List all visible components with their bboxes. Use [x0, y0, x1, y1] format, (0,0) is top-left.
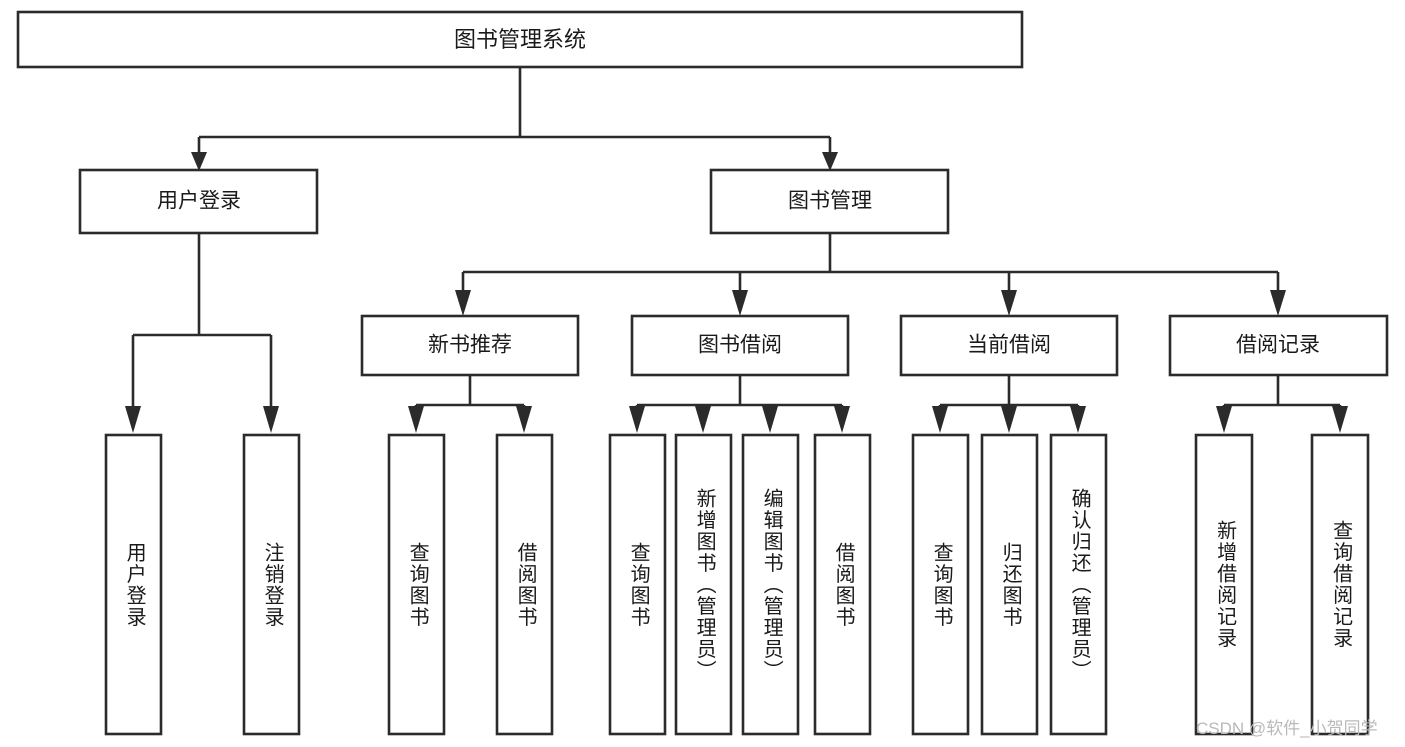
node-book-management-box[interactable] [709, 168, 950, 235]
node-user-login-box[interactable] [78, 168, 319, 235]
arrow-head-leaf-query-record [1332, 406, 1348, 433]
node-title[interactable]: 图书管理系统 [16, 10, 1024, 69]
arrow-head-leaf-add-book [695, 406, 711, 433]
node-current-borrow-label: 当前借阅 [967, 334, 1051, 357]
node-user-login[interactable]: 用户登录 [78, 168, 319, 235]
leaf-box-query-book-1[interactable] [387, 433, 446, 736]
leaf-box-user-login[interactable] [104, 433, 163, 736]
leaf-box-return-book[interactable] [980, 433, 1039, 736]
node-title-box[interactable] [16, 10, 1024, 69]
leaf-box-borrow-book-2[interactable] [813, 433, 872, 736]
node-new-book-recommend-box[interactable] [360, 314, 580, 377]
arrow-head-leaf-confirm-return [1070, 406, 1086, 433]
node-new-book-recommend[interactable]: 新书推荐 [360, 314, 580, 377]
node-borrow-record[interactable]: 借阅记录 [1168, 314, 1389, 377]
node-book-management[interactable]: 图书管理 [709, 168, 950, 235]
leaf-box-query-record[interactable] [1310, 433, 1370, 736]
arrow-head-leaf-return-book [1001, 406, 1017, 433]
leaf-box-borrow-book-1[interactable] [495, 433, 554, 736]
leaf-box-query-book-2[interactable] [608, 433, 667, 736]
node-book-management-label: 图书管理 [788, 190, 872, 213]
arrow-head-current-borrow [1001, 290, 1017, 316]
node-borrow-record-label: 借阅记录 [1236, 334, 1320, 357]
node-title-label: 图书管理系统 [454, 27, 586, 52]
arrow-head-book-borrow [732, 290, 748, 316]
leaf-box-add-record[interactable] [1194, 433, 1254, 736]
leaf-box-edit-book[interactable] [741, 433, 800, 736]
arrow-head-leaf-borrow-book-2 [834, 406, 850, 433]
node-current-borrow[interactable]: 当前借阅 [899, 314, 1119, 377]
leaf-box-add-book[interactable] [674, 433, 733, 736]
arrow-head-leaf-edit-book [762, 406, 778, 433]
node-book-borrow[interactable]: 图书借阅 [630, 314, 850, 377]
arrow-head-leaf-user-login [125, 406, 141, 433]
arrow-head-leaf-add-record [1216, 406, 1232, 433]
node-book-borrow-label: 图书借阅 [698, 334, 782, 357]
node-current-borrow-box[interactable] [899, 314, 1119, 377]
arrow-head-book-management [822, 152, 838, 171]
arrow-head-leaf-query-book-3 [932, 406, 948, 433]
node-new-book-recommend-label: 新书推荐 [428, 334, 512, 357]
arrow-head-leaf-logout [263, 406, 279, 433]
arrow-head-leaf-borrow-book-1 [516, 406, 532, 433]
arrow-head-new-book-recommend [455, 290, 471, 316]
leaf-box-confirm-return[interactable] [1049, 433, 1108, 736]
node-book-borrow-box[interactable] [630, 314, 850, 377]
arrow-head-borrow-record [1270, 290, 1286, 316]
edge-group [125, 67, 1348, 433]
node-user-login-label: 用户登录 [157, 190, 241, 213]
leaf-box-query-book-3[interactable] [911, 433, 970, 736]
node-borrow-record-box[interactable] [1168, 314, 1389, 377]
arrow-head-leaf-query-book-1 [408, 406, 424, 433]
leaf-box-logout[interactable] [242, 433, 301, 736]
arrow-head-leaf-query-book-2 [629, 406, 645, 433]
arrow-head-user-login [191, 152, 207, 171]
